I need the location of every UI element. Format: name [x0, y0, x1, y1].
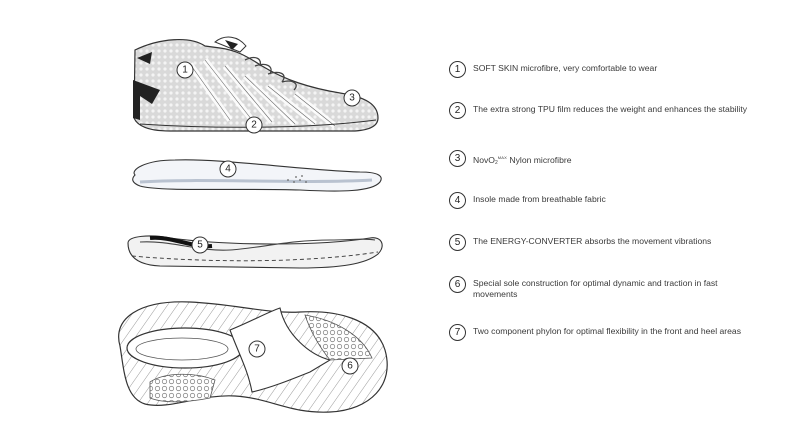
feature-text-3-sub: 2	[494, 160, 498, 166]
callout-7: 7	[248, 340, 266, 358]
feature-number-6: 6	[449, 276, 466, 293]
callout-2-label: 2	[251, 120, 257, 131]
insole-drawing	[132, 159, 382, 192]
feature-text-3-sup: MAX	[497, 155, 508, 160]
callout-6: 6	[341, 357, 359, 375]
feature-item-6: 6 Special sole construction for optimal …	[449, 276, 749, 300]
callout-5: 5	[191, 236, 209, 254]
feature-text-5: The ENERGY-CONVERTER absorbs the movemen…	[473, 236, 712, 246]
feature-item-1: 1 SOFT SKIN microfibre, very comfortable…	[449, 61, 749, 78]
feature-text-3: NovO2MAX Nylon microfibre	[473, 152, 572, 169]
callout-5-label: 5	[197, 240, 203, 251]
outsole-side-drawing	[127, 235, 383, 269]
callout-2: 2	[245, 116, 263, 134]
feature-text-1: SOFT SKIN microfibre, very comfortable t…	[473, 63, 658, 73]
feature-text-2: The extra strong TPU film reduces the we…	[473, 104, 748, 114]
feature-text-3-pre: NovO	[473, 155, 495, 165]
callout-6-label: 6	[347, 361, 353, 372]
callout-1-label: 1	[182, 65, 188, 76]
feature-text-4: Insole made from breathable fabric	[473, 194, 606, 204]
feature-item-7: 7 Two component phylon for optimal flexi…	[449, 324, 749, 341]
callout-7-label: 7	[254, 344, 260, 355]
feature-text-6: Special sole construction for optimal dy…	[473, 278, 718, 299]
shoe-illustrations: 1 2 3 4 5 6 7	[118, 36, 388, 413]
feature-item-2: 2 The extra strong TPU film reduces the …	[449, 102, 749, 119]
callout-1: 1	[176, 61, 194, 79]
feature-number-3: 3	[449, 150, 466, 167]
feature-number-4: 4	[449, 192, 466, 209]
feature-number-7: 7	[449, 324, 466, 341]
feature-item-4: 4 Insole made from breathable fabric	[449, 192, 749, 209]
callout-3: 3	[343, 89, 361, 107]
feature-text-7: Two component phylon for optimal flexibi…	[473, 326, 741, 336]
callout-3-label: 3	[349, 93, 355, 104]
feature-item-5: 5 The ENERGY-CONVERTER absorbs the movem…	[449, 234, 749, 251]
callout-4-label: 4	[225, 164, 231, 175]
feature-number-2: 2	[449, 102, 466, 119]
feature-number-1: 1	[449, 61, 466, 78]
callout-4: 4	[219, 160, 237, 178]
outsole-bottom-drawing	[118, 301, 388, 413]
feature-item-3: 3 NovO2MAX Nylon microfibre	[449, 150, 749, 169]
feature-text-3-post: Nylon microfibre	[507, 155, 572, 165]
feature-number-5: 5	[449, 234, 466, 251]
